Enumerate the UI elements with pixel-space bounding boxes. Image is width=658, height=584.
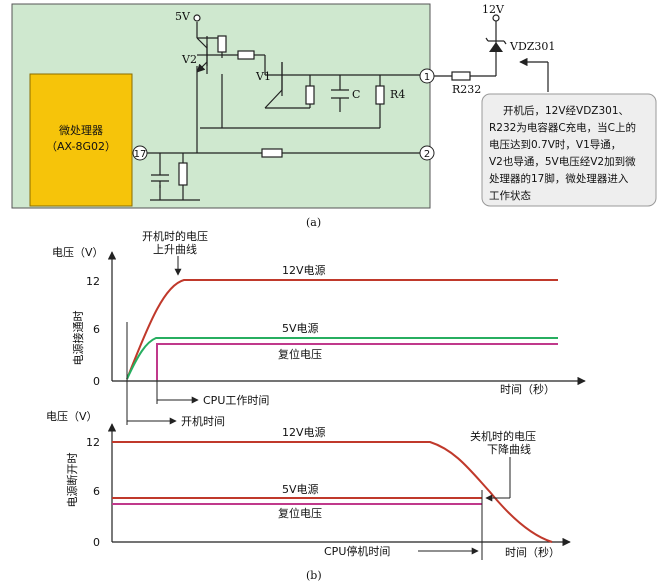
series-reset-on [156,343,558,380]
chart1-on-label: 开机时间 [181,414,225,428]
chart1-tick-0: 0 [93,375,100,388]
label-5v: 5V [175,10,191,23]
mcu-model: （AX-8G02） [46,140,116,153]
pin-2-label: 2 [424,149,430,160]
chart2-series-5v-label: 5V电源 [282,482,319,496]
pin-17-label: 17 [134,149,147,160]
chart1-annot-rise-2: 上升曲线 [153,242,197,256]
label-vdz301: VDZ301 [509,40,555,53]
transistor-v2 [196,36,208,74]
note-line-5: 处理器的17脚，微处理器进入 [489,172,629,185]
chart2-xlabel: 时间（秒） [505,545,560,559]
source-12v [492,14,500,22]
chart1-ylabel-side: 电源接通时 [71,311,85,366]
chart1-series-reset-label: 复位电压 [278,347,322,361]
zener-vdz301 [485,37,507,52]
chart2-ylabel-side: 电源断开时 [65,453,79,508]
resistor-pin2-line [261,148,283,158]
chart2-annot-fall-1: 关机时的电压 [470,429,536,443]
chart1-series-12v-label: 12V电源 [282,263,326,277]
chart-power-off: 电压（V） 电源断开时 12 6 0 时间（秒） 12V电源 5V电源 复位电压… [46,410,571,560]
chart1-tick-6: 6 [93,323,100,336]
chart1-annot-rise-1: 开机时的电压 [142,229,208,243]
pin-1-label: 1 [424,72,430,83]
note-line-6: 工作状态 [489,189,531,202]
pin-2-circle [419,145,435,161]
label-v2: V2 [181,53,197,66]
capacitor-c [331,89,349,99]
series-12v-off [112,441,553,543]
label-v1: V1 [255,70,271,83]
label-r4: R4 [390,88,405,101]
capacitor-pin17 [151,174,169,188]
chart2-ylabel-top: 电压（V） [46,410,98,423]
chart2-tick-6: 6 [93,485,100,498]
resistor-v2-v1 [237,50,255,60]
resistor-r232 [451,71,471,81]
chart2-cpu-label: CPU停机时间 [324,544,390,558]
resistor-v2-base [217,35,227,53]
series-12v-on [126,279,558,380]
chart2-series-12v-label: 12V电源 [282,425,326,439]
caption-b: (b) [306,569,322,582]
note-line-1: 开机后，12V经VDZ301、 [503,104,629,117]
label-c: C [352,88,360,101]
label-r232: R232 [452,83,481,96]
chart1-tick-12: 12 [86,275,100,288]
chart1-cpu-label: CPU工作时间 [203,394,269,407]
resistor-r4 [375,85,385,105]
note-line-2: R232为电容器C充电，当C上的 [489,121,636,134]
chart1-xlabel: 时间（秒） [500,382,555,396]
mcu-name: 微处理器 [59,123,103,137]
label-12v: 12V [482,3,505,16]
resistor-v1-emitter [305,85,315,105]
chart1-series-5v-label: 5V电源 [282,321,319,335]
chart-power-on: 电压（V） 电源接通时 12 6 0 时间（秒） 12V电源 5V电源 复位电压… [52,229,586,428]
caption-a: (a) [306,216,321,229]
note-line-4: V2也导通，5V电压经V2加到微 [489,155,636,168]
mcu-block [29,73,133,207]
source-5v [193,14,201,22]
resistor-pin17 [178,162,188,186]
chart2-tick-12: 12 [86,436,100,449]
note-line-3: 电压达到0.7V时，V1导通， [489,138,621,151]
circuit-wires [147,22,420,201]
chart1-ylabel-top: 电压（V） [52,246,104,259]
series-5v-on [126,337,558,380]
chart2-tick-0: 0 [93,536,100,549]
chart2-annot-fall-2: 下降曲线 [487,442,531,456]
chart2-series-reset-label: 复位电压 [278,506,322,520]
note-box [481,93,657,207]
